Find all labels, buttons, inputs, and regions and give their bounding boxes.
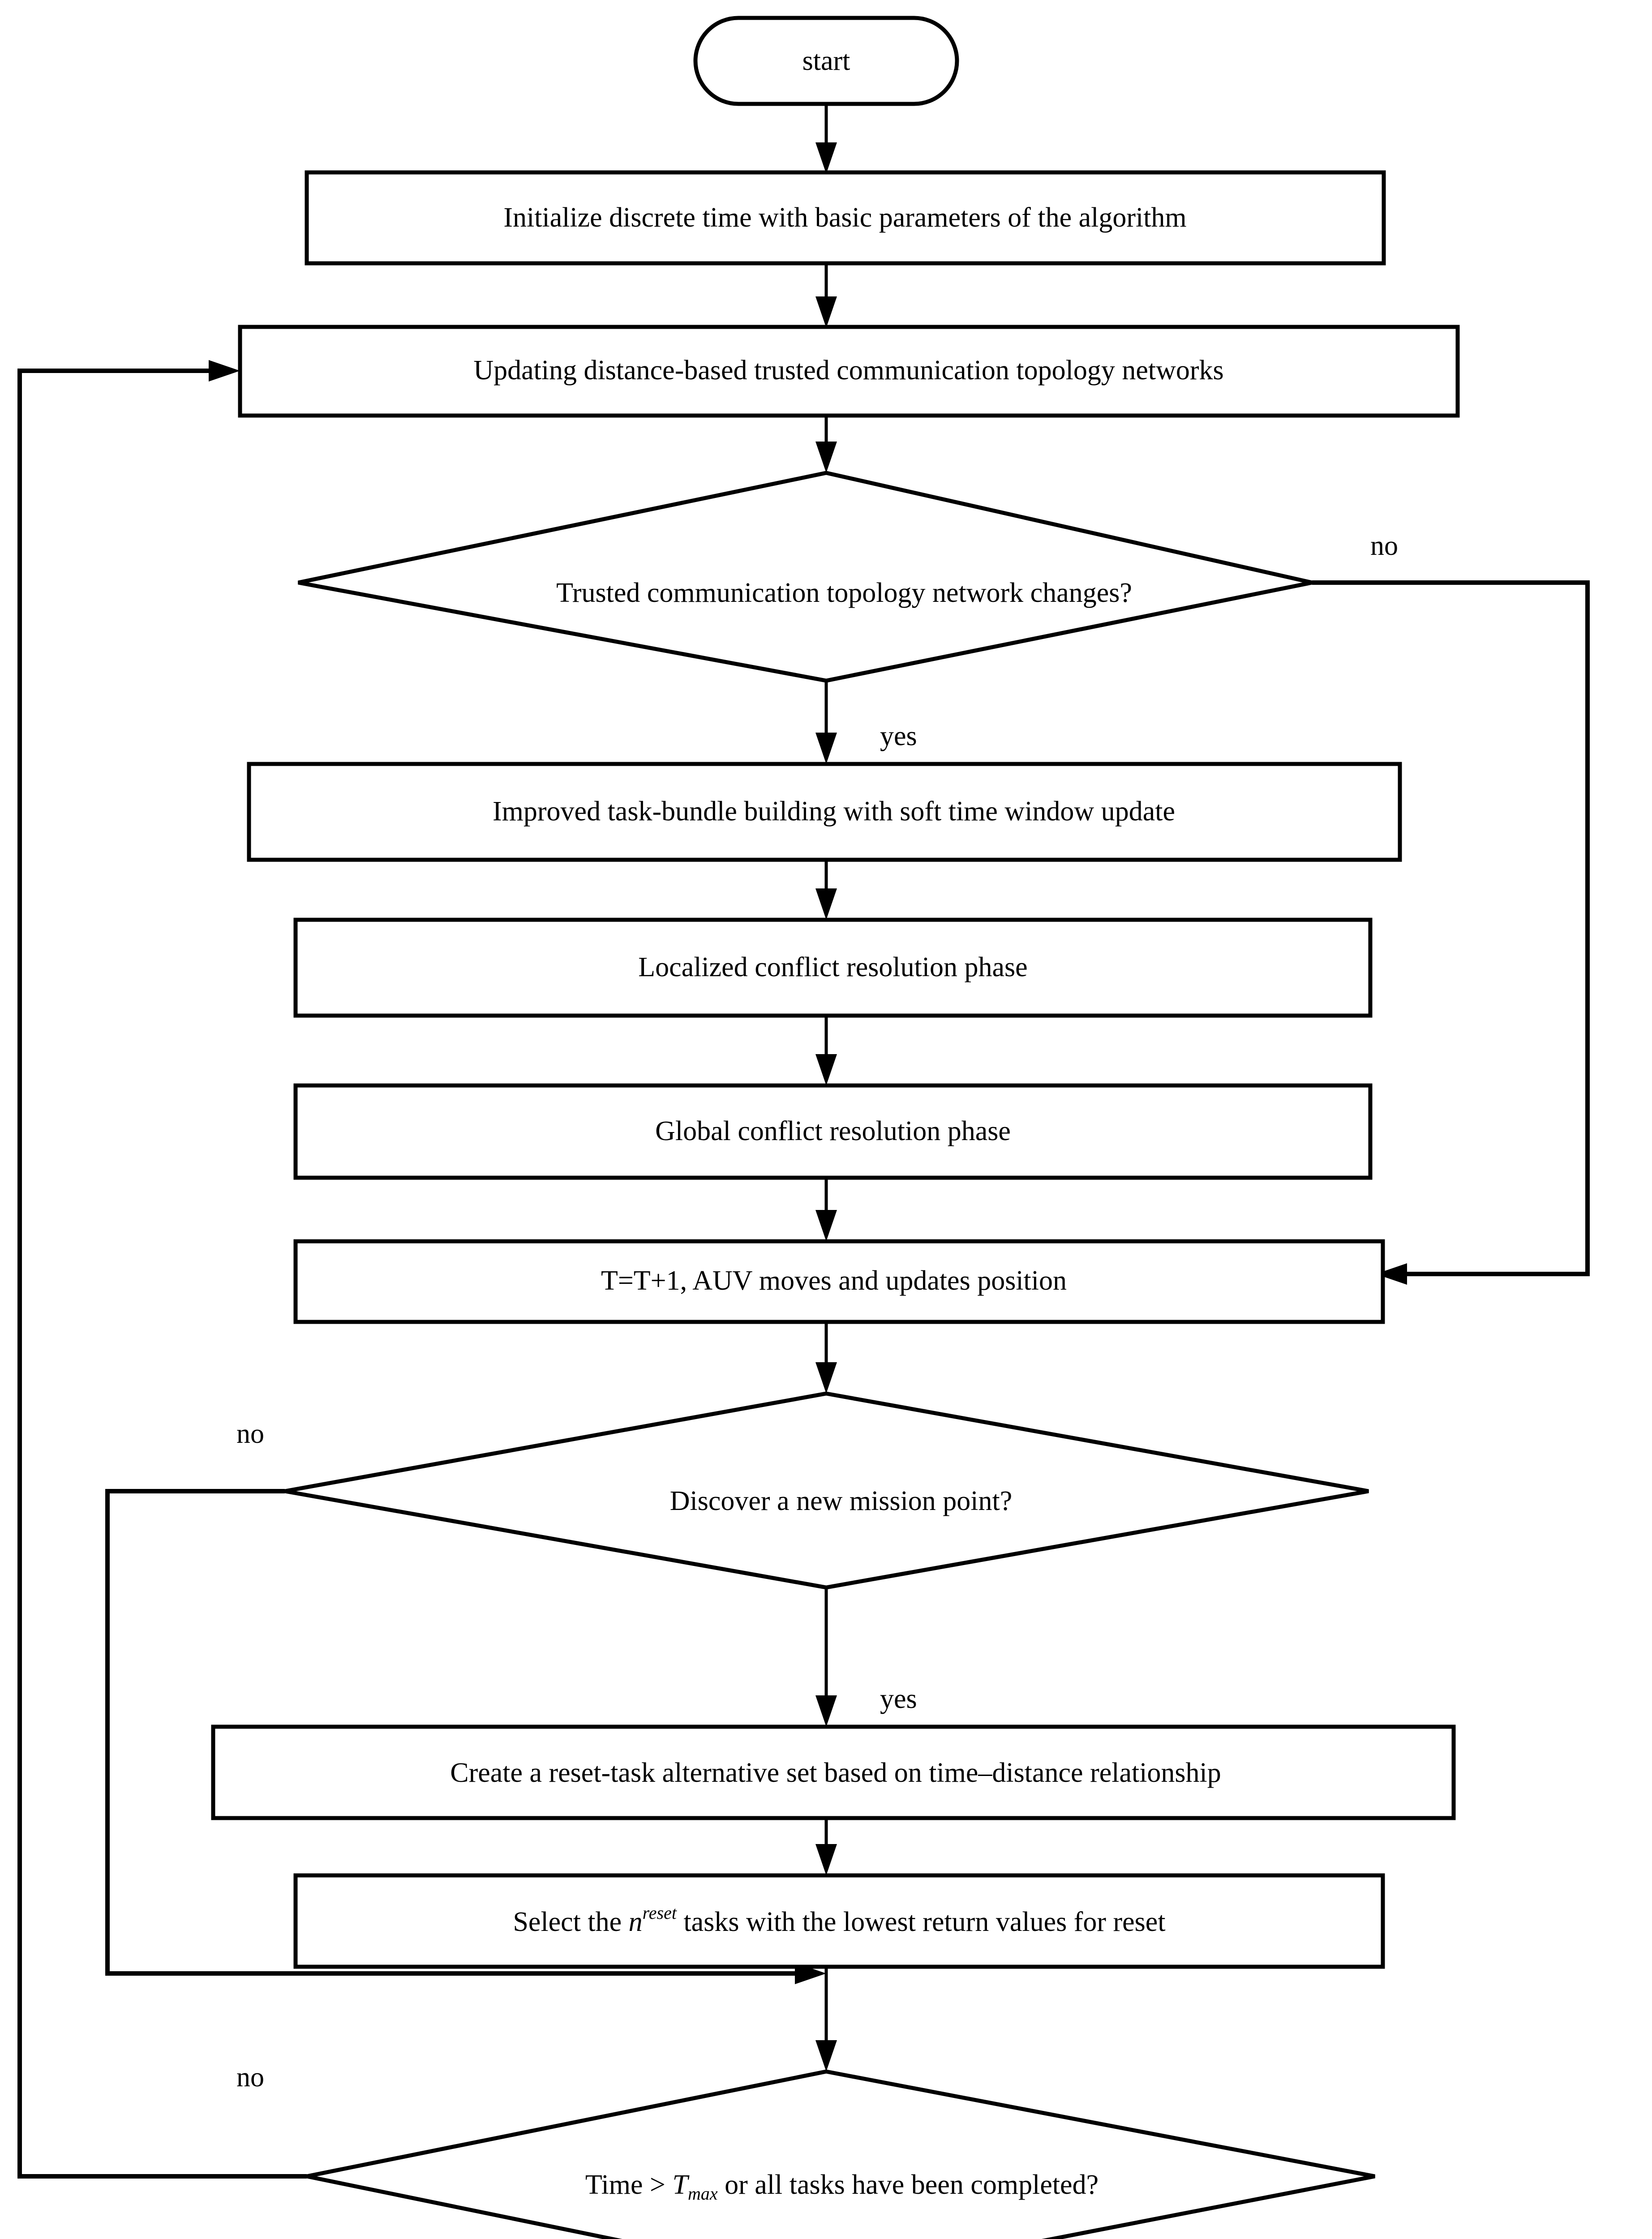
node-select-label: Select the nreset tasks with the lowest … [513, 1903, 1165, 1937]
edge-topo-change-no-to-move [1312, 580, 1590, 1285]
edge-topo-change-yes-to-bundle [815, 681, 837, 764]
node-init-label: Initialize discrete time with basic para… [503, 202, 1186, 233]
node-time-check-prefix: Time > [585, 2170, 673, 2200]
node-time-check[interactable]: Time > Tmax or all tasks have been compl… [306, 2069, 1375, 2239]
edge-global-conf-to-move [815, 1178, 837, 1241]
node-local-conf[interactable]: Localized conflict resolution phase [293, 918, 1373, 1018]
edge-reset-set-to-select [815, 1818, 837, 1875]
node-start-label: start [802, 46, 850, 76]
node-update-topo[interactable]: Updating distance-based trusted communic… [238, 325, 1460, 418]
edge-update-topo-to-topo-change [815, 416, 837, 473]
node-new-point-label: Discover a new mission point? [670, 1486, 1013, 1516]
node-start[interactable]: start [693, 16, 959, 106]
node-update-topo-label: Updating distance-based trusted communic… [473, 355, 1223, 386]
edge-label-new-point-yes: yes [880, 1684, 917, 1714]
node-select-suffix: tasks with the lowest return values for … [677, 1907, 1166, 1937]
edge-bundle-to-local-conf [815, 860, 837, 920]
edge-label-topo-change-yes: yes [880, 721, 917, 751]
node-move-label: T=T+1, AUV moves and updates position [601, 1265, 1067, 1296]
edge-start-to-init [815, 104, 837, 174]
node-select-symbol: n [629, 1907, 643, 1937]
node-reset-set[interactable]: Create a reset-task alternative set base… [211, 1724, 1456, 1820]
edge-select-to-time-check [815, 1967, 837, 2072]
edge-time-check-no-to-update-topo [17, 360, 307, 2179]
node-move[interactable]: T=T+1, AUV moves and updates position [293, 1239, 1385, 1324]
edge-move-to-new-point [815, 1322, 837, 1394]
node-topo-change-label: Trusted communication topology network c… [556, 578, 1132, 608]
node-topo-change[interactable]: Trusted communication topology network c… [298, 471, 1313, 683]
node-global-conf-label: Global conflict resolution phase [655, 1116, 1011, 1146]
node-init[interactable]: Initialize discrete time with basic para… [305, 170, 1386, 266]
node-new-point[interactable]: Discover a new mission point? [284, 1391, 1369, 1590]
node-bundle[interactable]: Improved task-bundle building with soft … [247, 762, 1402, 862]
node-bundle-label: Improved task-bundle building with soft … [493, 796, 1175, 827]
node-global-conf[interactable]: Global conflict resolution phase [293, 1083, 1373, 1180]
node-local-conf-label: Localized conflict resolution phase [638, 952, 1027, 982]
edge-init-to-update-topo [815, 263, 837, 328]
edge-new-point-yes-to-reset-set [815, 1587, 837, 1727]
node-time-check-label: Time > Tmax or all tasks have been compl… [585, 2170, 1098, 2204]
node-time-check-symbol: T [673, 2170, 690, 2200]
edge-label-time-check-no: no [236, 2062, 264, 2093]
node-time-check-suffix: or all tasks have been completed? [718, 2170, 1098, 2200]
node-select-prefix: Select the [513, 1907, 628, 1937]
node-time-check-subscript: max [688, 2183, 718, 2204]
edge-label-new-point-no: no [236, 1419, 264, 1449]
edge-local-conf-to-global-conf [815, 1016, 837, 1085]
edge-label-topo-change-no: no [1370, 531, 1398, 561]
node-select-superscript: reset [643, 1903, 677, 1923]
node-select[interactable]: Select the nreset tasks with the lowest … [293, 1873, 1385, 1969]
node-reset-set-label: Create a reset-task alternative set base… [450, 1758, 1221, 1788]
